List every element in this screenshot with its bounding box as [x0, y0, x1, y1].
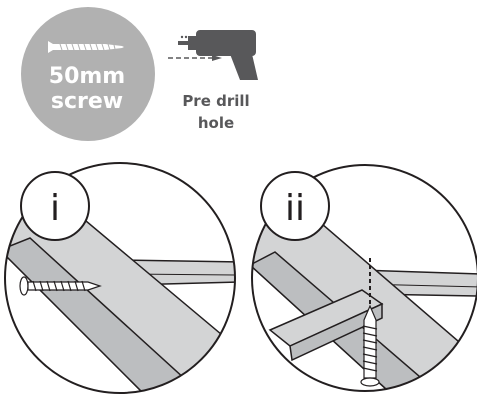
- step-i-badge: [20, 171, 90, 241]
- screw-size-label: 50mm: [49, 64, 125, 89]
- pre-drill-instruction: Pre drill hole: [168, 30, 258, 132]
- step-ii-label: ii: [285, 188, 305, 229]
- screw-icon: [19, 276, 102, 296]
- screw-badge-circle: [21, 7, 155, 141]
- drill-label-line1: Pre drill: [182, 92, 249, 110]
- screw-badge: 50mm screw: [21, 7, 155, 141]
- screw-thread-lines: [59, 43, 116, 51]
- screw-type-label: screw: [51, 89, 123, 114]
- step-ii-frame: [251, 164, 477, 392]
- screw-icon: [360, 304, 380, 387]
- drill-label-line2: hole: [198, 114, 234, 132]
- step-ii-illustration: ii: [251, 164, 477, 392]
- step-i-label: i: [50, 188, 60, 229]
- step-i-frame: [4, 162, 236, 394]
- drill-icon: [168, 30, 258, 80]
- step-ii-badge: [260, 171, 330, 241]
- cross-brace: [268, 289, 384, 362]
- step-i-illustration: i: [4, 162, 236, 394]
